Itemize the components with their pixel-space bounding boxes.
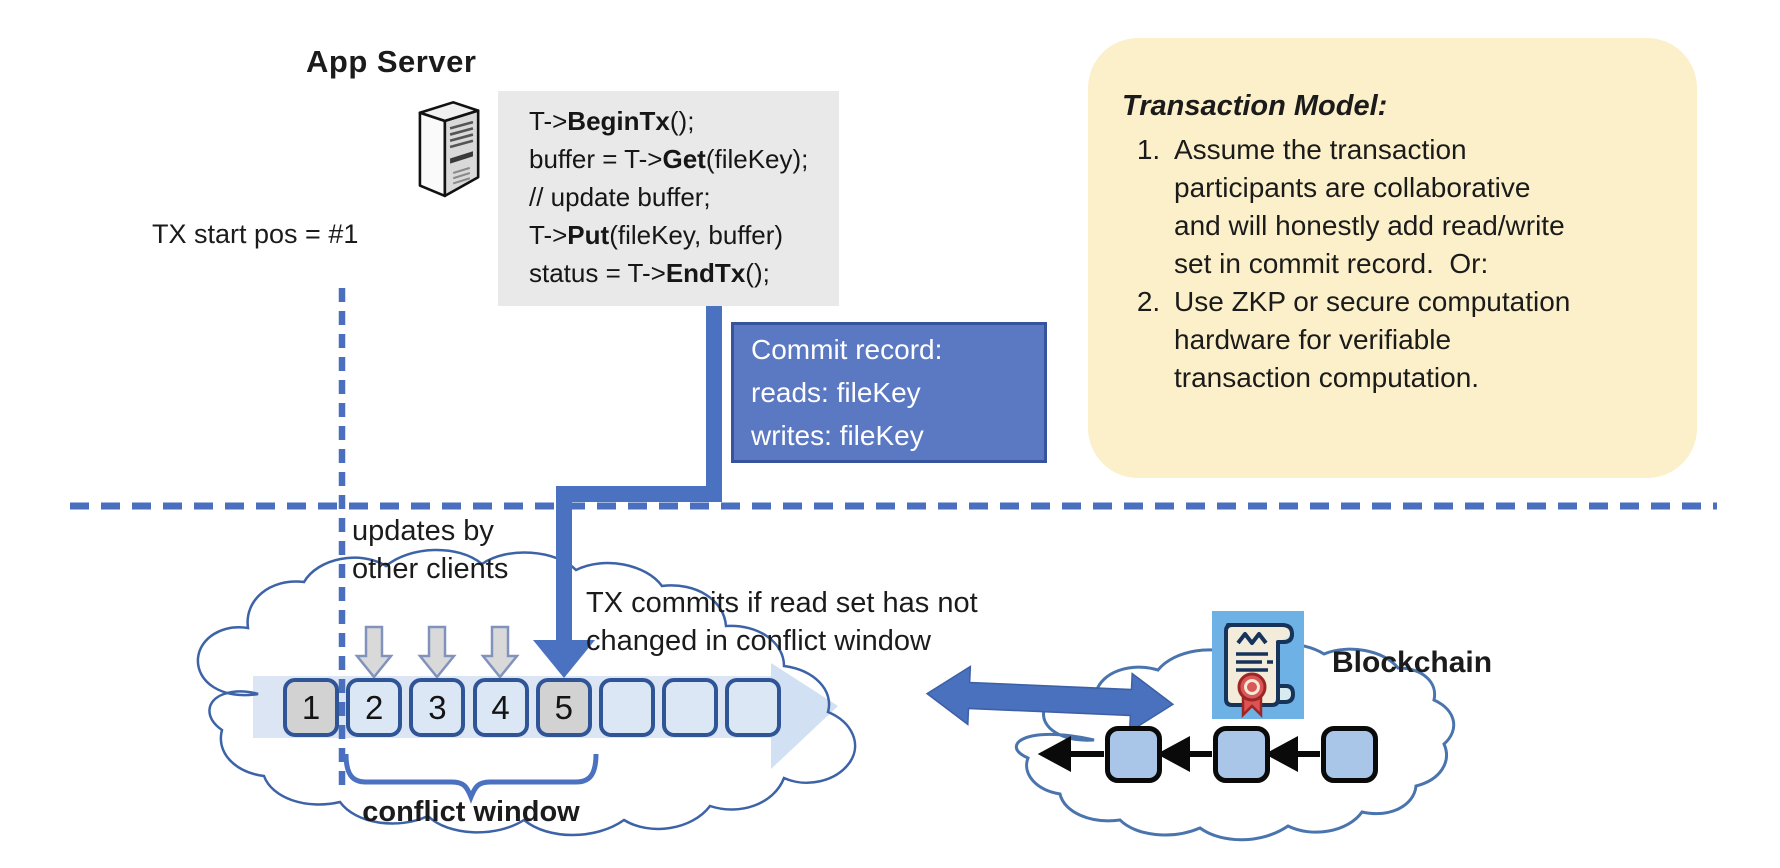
chain-block — [1105, 726, 1162, 783]
smart-contract-icon — [1212, 611, 1304, 719]
blockchain-blocks — [1105, 726, 1405, 783]
transaction-model-list: Assume the transaction participants are … — [1122, 131, 1657, 397]
ledger-position-block: 4 — [472, 678, 529, 737]
chain-block — [1321, 726, 1378, 783]
code-line: T->Put(fileKey, buffer) — [529, 220, 784, 250]
transaction-model-item: Use ZKP or secure computation hardware f… — [1168, 283, 1644, 397]
conflict-window-brace — [343, 753, 599, 804]
code-line: T->BeginTx(); — [529, 106, 695, 136]
code-line: status = T->EndTx(); — [529, 258, 770, 288]
ledger-band-arrow-head — [771, 663, 838, 769]
transaction-model-title: Transaction Model: — [1122, 90, 1388, 122]
tx-commits-condition-label: TX commits if read set has not changed i… — [586, 587, 978, 657]
update-arrows — [354, 625, 520, 679]
sync-double-arrow — [925, 665, 1175, 733]
update-arrow-icon — [417, 625, 457, 679]
transaction-model-item: Assume the transaction participants are … — [1168, 131, 1644, 283]
update-arrow-icon — [354, 625, 394, 679]
blockchain-title: Blockchain — [1332, 646, 1493, 679]
app-server-title: App Server — [306, 44, 477, 79]
code-line: // update buffer; — [529, 182, 711, 212]
commit-connector-line — [556, 303, 722, 641]
commit-connector-arrowhead — [533, 640, 595, 678]
server-icon — [406, 94, 490, 198]
commit-record-box: Commit record: reads: fileKey writes: fi… — [731, 322, 1047, 463]
ledger-position-block: 1 — [283, 678, 339, 737]
ledger-cloud — [196, 548, 857, 837]
chain-block — [1213, 726, 1270, 783]
ledger-position-block — [599, 678, 655, 737]
transaction-model-note: Transaction Model: Assume the transactio… — [1088, 38, 1697, 478]
update-arrow-icon — [480, 625, 520, 679]
ledger-position-block — [725, 678, 782, 737]
ledger-position-block: 3 — [409, 678, 466, 737]
transaction-code-block: T->BeginTx(); buffer = T->Get(fileKey); //… — [498, 91, 839, 306]
commit-record-line: writes: fileKey — [751, 420, 924, 451]
code-line: buffer = T->Get(fileKey); — [529, 144, 809, 174]
chain-link-arrows — [1037, 735, 1320, 773]
blockchain-cloud — [1015, 642, 1456, 842]
conflict-window-label: conflict window — [362, 796, 580, 828]
updates-by-other-clients-label: updates by other clients — [352, 515, 509, 585]
ledger-position-block: 5 — [535, 678, 592, 737]
commit-record-line: reads: fileKey — [751, 377, 921, 408]
tx-start-pos-label: TX start pos = #1 — [152, 219, 359, 249]
ledger-position-block — [662, 678, 719, 737]
commit-record-line: Commit record: — [751, 334, 943, 365]
ledger-position-block: 2 — [346, 678, 403, 737]
